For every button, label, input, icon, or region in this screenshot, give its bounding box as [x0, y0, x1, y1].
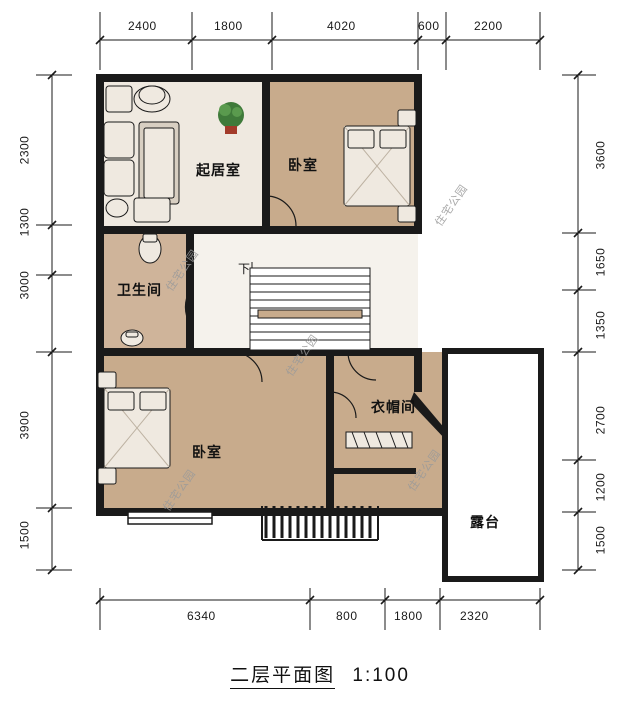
dim-right-4: 2700: [593, 405, 608, 435]
interior-detail-lines: [249, 262, 371, 351]
dim-bottom-3: 1800: [394, 609, 423, 623]
dim-right-1: 3600: [593, 140, 608, 170]
plant-icon: [218, 102, 244, 134]
dim-left-3: 3000: [17, 270, 32, 300]
dim-left-1: 2300: [17, 135, 32, 165]
dimension-ticks-top: [95, 35, 545, 45]
dimension-lines-bottom: [99, 588, 541, 630]
room-label-living: 起居室: [196, 162, 241, 178]
room-label-bathroom: 卫生间: [117, 282, 162, 298]
furniture-bedroom-upper: [343, 109, 417, 223]
furniture-living-room: [103, 85, 180, 223]
balcony-rail: [261, 506, 379, 541]
furniture-bedroom-lower: [97, 371, 171, 485]
dim-right-6: 1500: [593, 525, 608, 555]
dim-bottom-2: 800: [336, 609, 358, 623]
dim-left-5: 1500: [17, 520, 32, 550]
dim-top-4: 600: [418, 19, 440, 33]
dim-bottom-1: 6340: [187, 609, 216, 623]
room-label-bedroom-lower: 卧室: [192, 444, 222, 460]
dim-top-2: 1800: [214, 19, 243, 33]
stair-direction-note: 下: [238, 262, 251, 276]
room-label-closet: 衣帽间: [371, 399, 416, 415]
dimension-lines-left: [36, 74, 72, 571]
dim-left-4: 3900: [17, 410, 32, 440]
window-lower-left: [127, 511, 213, 525]
dimension-ticks-left: [47, 70, 57, 575]
dim-top-1: 2400: [128, 19, 157, 33]
dim-right-2: 1650: [593, 247, 608, 277]
dim-left-2: 1300: [17, 207, 32, 237]
door-swings: [184, 195, 377, 419]
drawing-title: 二层平面图 1:100: [0, 660, 640, 689]
dim-right-3: 1350: [593, 310, 608, 340]
dim-bottom-4: 2320: [460, 609, 489, 623]
dim-top-5: 2200: [474, 19, 503, 33]
window-hatching: [264, 506, 372, 538]
dimension-ticks-bottom: [95, 595, 545, 605]
dimension-lines-right: [562, 74, 596, 571]
furniture-bathroom: [120, 233, 162, 347]
wardrobe-icons: [345, 431, 413, 449]
drawing-title-text: 二层平面图: [230, 665, 336, 689]
room-label-bedroom-upper: 卧室: [288, 157, 318, 173]
dim-right-5: 1200: [593, 472, 608, 502]
dimension-ticks-right: [573, 70, 583, 575]
walls: [96, 74, 544, 582]
dim-top-3: 4020: [327, 19, 356, 33]
room-fills: [100, 78, 540, 578]
room-label-terrace: 露台: [470, 514, 500, 530]
drawing-scale: 1:100: [352, 665, 410, 686]
